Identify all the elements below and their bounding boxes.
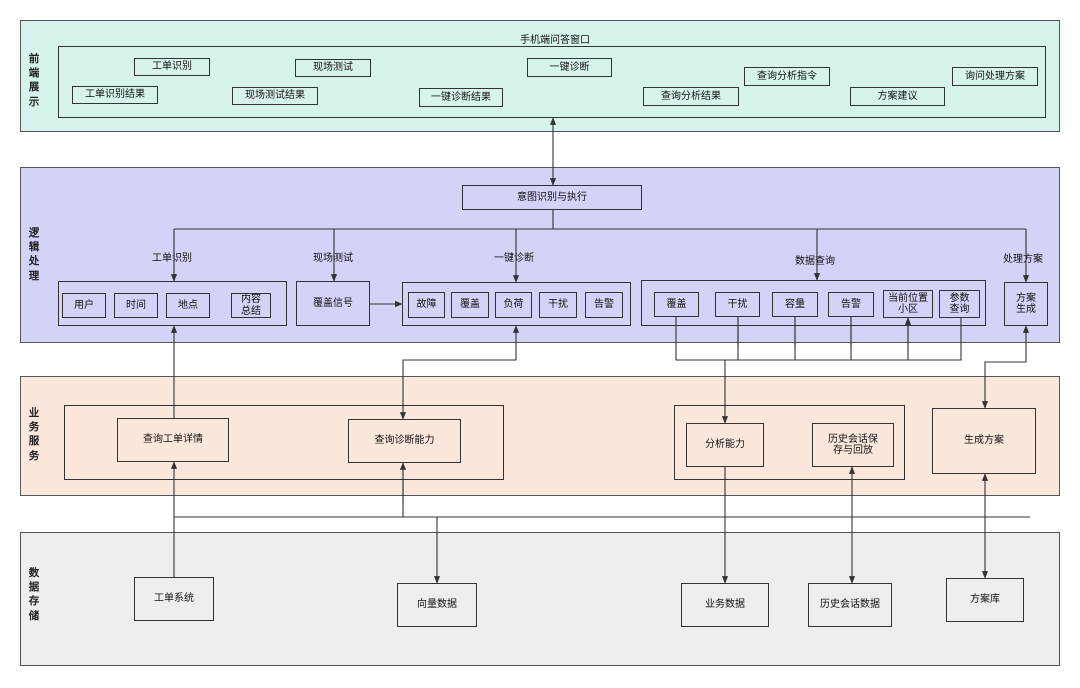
query-capacity: 容量 bbox=[772, 292, 818, 317]
front-ask-solution[interactable]: 询问处理方案 bbox=[952, 67, 1038, 86]
diag-interference: 干扰 bbox=[539, 292, 577, 318]
ticket-system: 工单系统 bbox=[134, 577, 214, 621]
mobile-qa-window bbox=[58, 46, 1046, 118]
query-parameters: 参数查询 bbox=[939, 290, 980, 318]
branch-solution: 处理方案 bbox=[1003, 254, 1043, 265]
coverage-signal: 覆盖信号 bbox=[296, 281, 370, 326]
plan-generation: 方案生成 bbox=[1004, 282, 1048, 326]
front-query-analysis-command[interactable]: 查询分析指令 bbox=[744, 67, 830, 86]
branch-data-query: 数据查询 bbox=[795, 256, 835, 267]
history-save-replay: 历史会话保存与回放 bbox=[812, 423, 894, 467]
branch-one-click-diagnosis: 一键诊断 bbox=[494, 253, 534, 264]
logic-layer-label: 逻辑处理 bbox=[28, 227, 40, 282]
query-coverage: 覆盖 bbox=[654, 292, 699, 317]
query-alarm: 告警 bbox=[828, 292, 874, 317]
query-interference: 干扰 bbox=[715, 292, 760, 317]
data-storage-layer bbox=[20, 532, 1060, 666]
generate-solution: 生成方案 bbox=[932, 408, 1036, 474]
ticket-field-user: 用户 bbox=[62, 293, 106, 318]
query-current-cell: 当前位置小区 bbox=[883, 290, 933, 318]
vector-data: 向量数据 bbox=[397, 583, 477, 627]
front-solution-suggestion[interactable]: 方案建议 bbox=[850, 87, 945, 106]
front-layer-label: 前端展示 bbox=[28, 53, 40, 108]
front-field-test[interactable]: 现场测试 bbox=[295, 59, 371, 77]
history-session-data: 历史会话数据 bbox=[808, 583, 892, 627]
branch-ticket-recognition: 工单识别 bbox=[152, 253, 192, 264]
intent-recognition-execution: 意图识别与执行 bbox=[462, 185, 642, 210]
diag-alarm: 告警 bbox=[585, 292, 623, 318]
front-one-click-diagnosis[interactable]: 一键诊断 bbox=[527, 58, 612, 77]
front-query-analysis-result[interactable]: 查询分析结果 bbox=[643, 87, 739, 106]
storage-layer-label: 数据存储 bbox=[28, 567, 40, 622]
ticket-field-content-summary: 内容总结 bbox=[231, 293, 271, 318]
ticket-field-time: 时间 bbox=[114, 293, 158, 318]
front-field-test-result[interactable]: 现场测试结果 bbox=[232, 87, 318, 105]
front-ticket-recognition[interactable]: 工单识别 bbox=[134, 58, 210, 76]
plan-library: 方案库 bbox=[946, 578, 1024, 622]
mobile-qa-window-title: 手机端问答窗口 bbox=[520, 35, 590, 46]
diag-load: 负荷 bbox=[495, 292, 532, 318]
query-diagnosis-ability: 查询诊断能力 bbox=[348, 419, 461, 463]
business-data: 业务数据 bbox=[681, 583, 769, 627]
ticket-field-location: 地点 bbox=[166, 293, 210, 318]
logic-processing-layer bbox=[20, 167, 1060, 343]
diag-coverage: 覆盖 bbox=[451, 292, 489, 318]
front-diagnosis-result[interactable]: 一键诊断结果 bbox=[419, 88, 503, 107]
front-ticket-recognition-result[interactable]: 工单识别结果 bbox=[72, 86, 158, 104]
branch-field-test: 现场测试 bbox=[313, 253, 353, 264]
diag-fault: 故障 bbox=[408, 292, 445, 318]
service-layer-label: 业务服务 bbox=[28, 407, 40, 462]
query-ticket-detail: 查询工单详情 bbox=[117, 418, 229, 462]
analysis-ability: 分析能力 bbox=[686, 423, 764, 467]
